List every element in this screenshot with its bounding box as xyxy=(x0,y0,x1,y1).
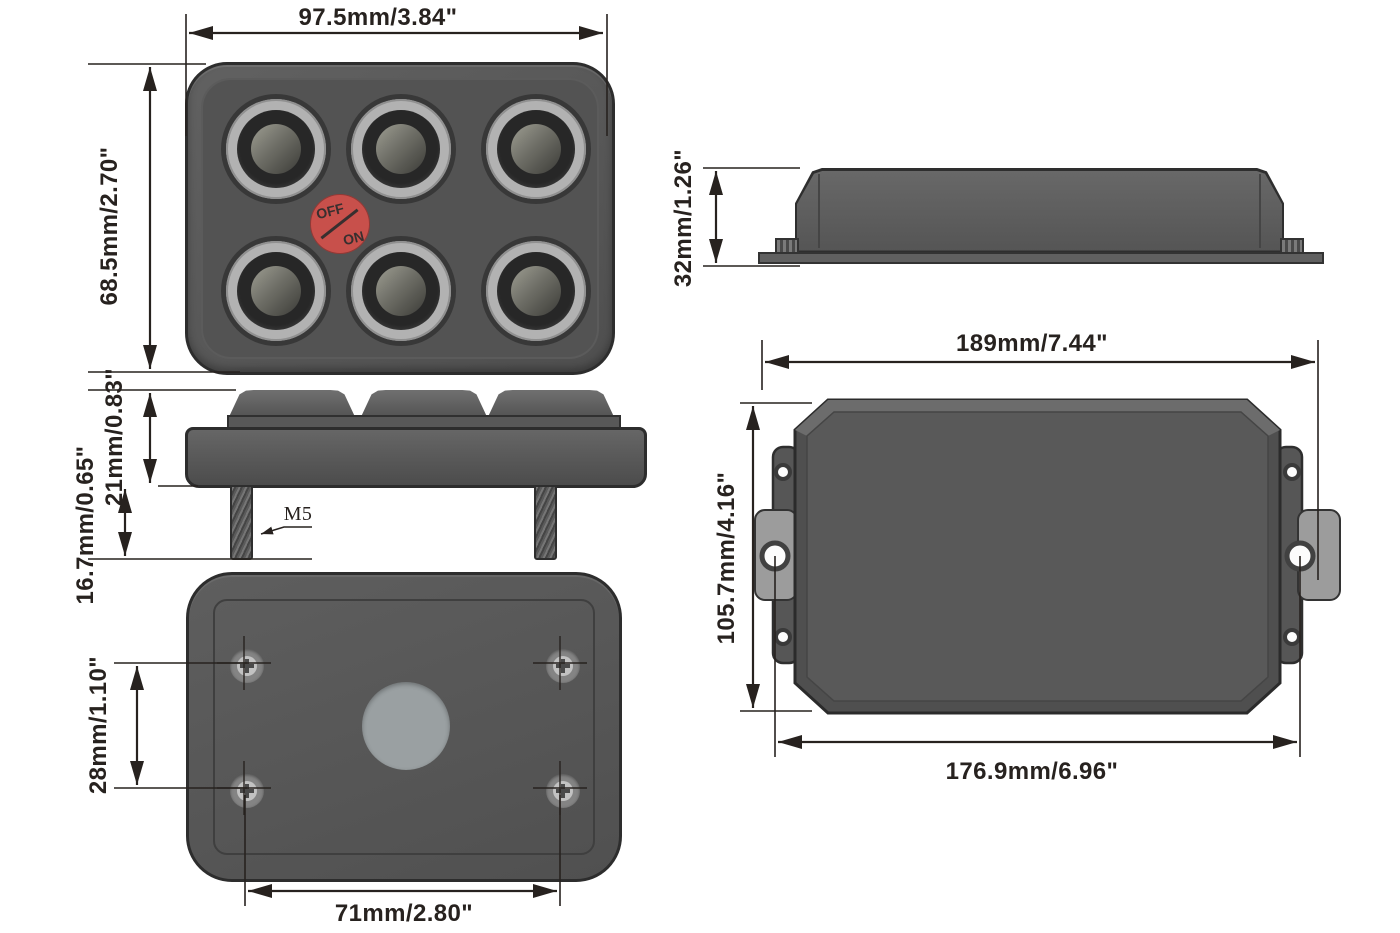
dimension-label-plate-width: 189mm/7.44" xyxy=(956,330,1108,357)
switch-button-cap xyxy=(376,124,426,174)
mounting-plate-view xyxy=(754,398,1341,715)
switch-button-cap xyxy=(251,266,301,316)
side-profile-view xyxy=(740,160,1350,270)
switch-button xyxy=(226,241,326,341)
plate-chamfer-band xyxy=(795,400,1280,436)
switch-button-bezel xyxy=(362,110,440,188)
front-view: OFF ON xyxy=(185,62,615,375)
small-mount-hole xyxy=(1283,628,1301,646)
dimension-label-plate-height: 105.7mm/4.16" xyxy=(713,471,740,645)
switch-button-bezel xyxy=(497,110,575,188)
switch-button-bezel xyxy=(497,252,575,330)
screw-hole xyxy=(546,649,580,683)
extension-lines xyxy=(88,14,1319,906)
screw-head xyxy=(237,656,257,676)
power-switch-marker: OFF ON xyxy=(310,194,370,254)
button-dome xyxy=(487,390,615,419)
small-mount-hole xyxy=(774,463,792,481)
switch-button xyxy=(351,99,451,199)
button-dome xyxy=(360,390,488,419)
screw-hole xyxy=(546,774,580,808)
switch-button xyxy=(486,241,586,341)
screw-head xyxy=(553,781,573,801)
switch-button-bezel xyxy=(237,252,315,330)
switch-button-cap xyxy=(376,266,426,316)
switch-button-bezel xyxy=(237,110,315,188)
switch-button-bezel xyxy=(362,252,440,330)
dimension-label-rear-hole-h: 71mm/2.80" xyxy=(334,900,474,927)
switch-button xyxy=(486,99,586,199)
dimension-label-stud-length: 16.7mm/0.65" xyxy=(72,445,99,605)
small-mount-hole xyxy=(1283,463,1301,481)
thread-label: M5 xyxy=(283,503,313,525)
dimension-label-rear-hole-v: 28mm/1.10" xyxy=(85,655,112,795)
switch-button-cap xyxy=(511,124,561,174)
switch-button xyxy=(226,99,326,199)
small-mount-hole xyxy=(774,628,792,646)
dimension-label-front-width: 97.5mm/3.84" xyxy=(298,4,458,31)
screw-head xyxy=(553,656,573,676)
profile-chamfer-seam xyxy=(1259,174,1261,248)
button-dome xyxy=(228,390,356,419)
screw-hole xyxy=(230,649,264,683)
side-view xyxy=(185,388,647,560)
rear-center-port xyxy=(362,682,450,770)
profile-chamfer-seam xyxy=(818,174,820,248)
m5-stud xyxy=(534,485,557,560)
m5-leader-line xyxy=(260,526,312,535)
screw-hole xyxy=(230,774,264,808)
dimension-label-mount-hole-spacing: 176.9mm/6.96" xyxy=(945,758,1119,785)
switch-button xyxy=(351,241,451,341)
profile-base-flange xyxy=(758,252,1324,264)
profile-body xyxy=(797,170,1282,251)
dimension-label-cap-height: 21mm/0.83" xyxy=(101,367,128,507)
back-view xyxy=(186,572,622,882)
screw-head xyxy=(237,781,257,801)
back-inner-outline xyxy=(213,599,595,855)
dimension-label-front-height: 68.5mm/2.70" xyxy=(96,146,123,306)
side-body xyxy=(185,427,647,488)
dimension-label-profile-height: 32mm/1.26" xyxy=(670,148,697,288)
screw-crosshairs xyxy=(217,636,587,815)
plate-face xyxy=(806,411,1269,702)
switch-button-cap xyxy=(511,266,561,316)
dimension-lines xyxy=(118,26,1315,898)
switch-button-cap xyxy=(251,124,301,174)
